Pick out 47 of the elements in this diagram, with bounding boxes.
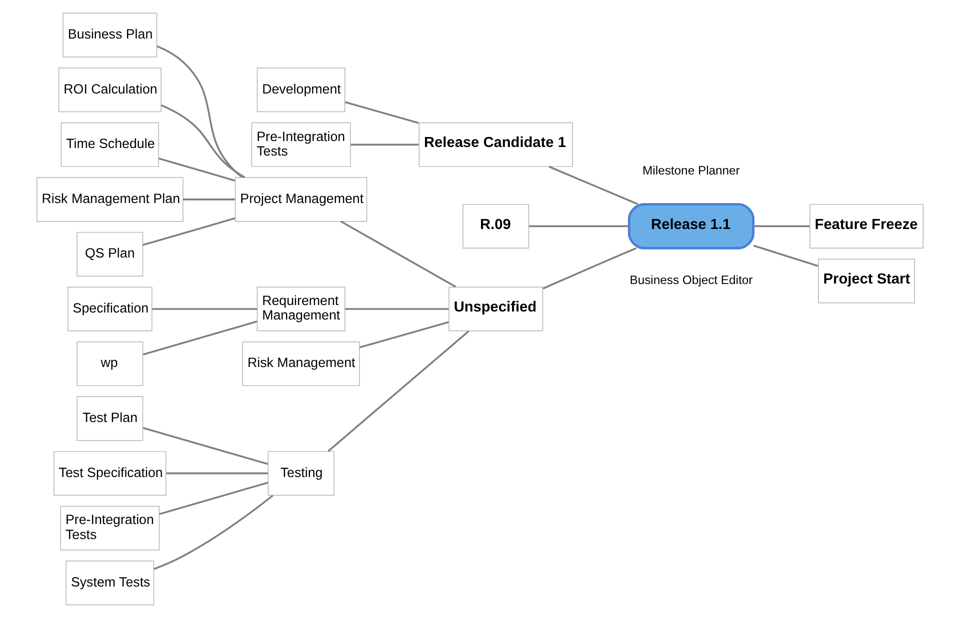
node-box: Project Management (234, 177, 368, 222)
node-box: Requirement Management (256, 286, 346, 332)
connector (154, 494, 274, 570)
node-box: Test Plan (76, 396, 144, 441)
connector (142, 320, 258, 356)
node-box: Risk Management Plan (36, 177, 184, 222)
label: Business Object Editor (630, 273, 753, 288)
connector (182, 198, 235, 200)
connector (350, 144, 419, 146)
connector (152, 308, 257, 310)
node-box: Unspecified (448, 286, 544, 332)
node-box: Testing (268, 451, 334, 496)
node-box: Development (256, 68, 346, 112)
connector (160, 104, 246, 178)
node-box: Release 1.1 (628, 203, 755, 250)
connector (156, 45, 243, 178)
connector (328, 330, 470, 452)
connector (159, 482, 268, 516)
connector (542, 247, 637, 290)
node-box: Release Candidate 1 (418, 122, 573, 167)
node-box: Test Specification (54, 451, 166, 496)
node-box: QS Plan (76, 232, 144, 276)
node-box: R.09 (462, 204, 530, 248)
node-box: Risk Management (242, 342, 360, 386)
connector (753, 225, 810, 228)
node-box: ROI Calculation (58, 68, 162, 112)
connector (345, 308, 449, 310)
connector (142, 426, 268, 465)
connector (753, 244, 818, 267)
node-box: Pre-Integration Tests (60, 506, 160, 550)
node-box: Feature Freeze (810, 204, 924, 248)
node-box: Project Start (818, 258, 915, 304)
node-box: System Tests (66, 560, 154, 606)
connector (166, 472, 268, 474)
connector (548, 166, 638, 205)
connector (529, 225, 629, 228)
connector (359, 321, 449, 348)
connector (158, 158, 236, 182)
node-box: Pre-Integration Tests (251, 122, 351, 167)
label: Milestone Planner (642, 163, 740, 178)
node-box: Business Plan (62, 12, 158, 58)
node-box: Time Schedule (60, 122, 159, 167)
connector (344, 101, 419, 124)
node-box: wp (76, 342, 144, 386)
node-box: Specification (68, 286, 152, 332)
connector (142, 217, 236, 246)
connector (340, 220, 456, 288)
